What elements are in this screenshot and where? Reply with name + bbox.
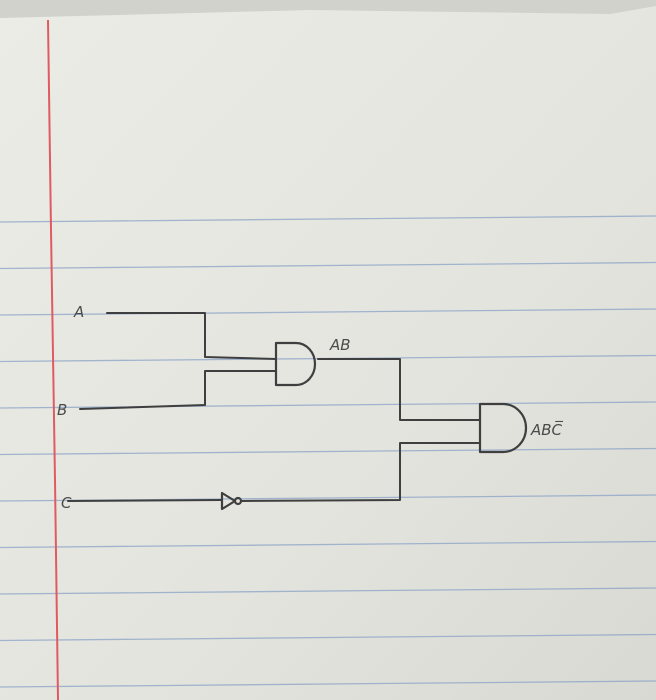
rule-line <box>0 540 656 549</box>
not-gate <box>220 491 243 511</box>
margin-line <box>47 19 59 700</box>
label-a: A <box>73 303 84 321</box>
top-sheet-edge <box>0 0 656 18</box>
label-c: C <box>61 494 72 512</box>
label-b: B <box>57 401 67 419</box>
and-gate-final <box>478 402 528 454</box>
rule-line <box>0 215 656 223</box>
wire-c <box>67 499 223 502</box>
wire-b <box>79 370 277 410</box>
and-gate-ab <box>274 341 317 387</box>
wire-ab <box>317 358 481 421</box>
wire-c-not <box>240 442 481 502</box>
rule-line <box>0 633 656 642</box>
label-ab: AB <box>329 336 351 354</box>
rule-line <box>0 680 656 688</box>
rule-line <box>0 261 656 270</box>
wires <box>67 312 481 502</box>
rule-line <box>0 447 656 456</box>
ruled-lines <box>0 215 656 688</box>
rule-line <box>0 401 656 409</box>
label-abc-bar: ABC̅ <box>530 420 564 439</box>
wire-a <box>106 312 277 360</box>
rule-line <box>0 587 656 595</box>
